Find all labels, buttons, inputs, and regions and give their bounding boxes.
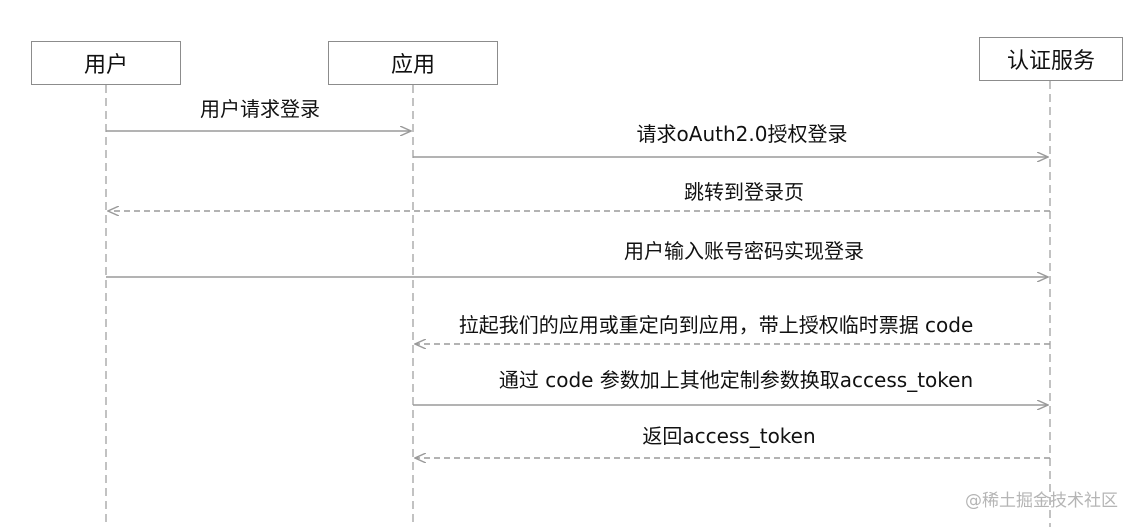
watermark: @稀土掘金技术社区 (965, 491, 1118, 511)
actor-user-label: 用户 (83, 53, 128, 78)
message-label-6: 通过 code 参数加上其他定制参数换取access_token (498, 368, 974, 392)
actor-auth-box: 认证服务 (979, 37, 1123, 81)
message-label-7: 返回access_token (642, 424, 816, 448)
actor-app-label: 应用 (390, 53, 435, 78)
message-label-2: 请求oAuth2.0授权登录 (636, 122, 848, 146)
actor-auth-label: 认证服务 (1006, 49, 1095, 74)
message-label-1: 用户请求登录 (200, 97, 320, 121)
message-label-4: 用户输入账号密码实现登录 (624, 239, 864, 263)
message-label-3: 跳转到登录页 (684, 180, 804, 204)
actor-app-box: 应用 (328, 41, 498, 85)
actor-user-box: 用户 (31, 41, 181, 85)
message-label-5: 拉起我们的应用或重定向到应用，带上授权临时票据 code (458, 313, 974, 337)
